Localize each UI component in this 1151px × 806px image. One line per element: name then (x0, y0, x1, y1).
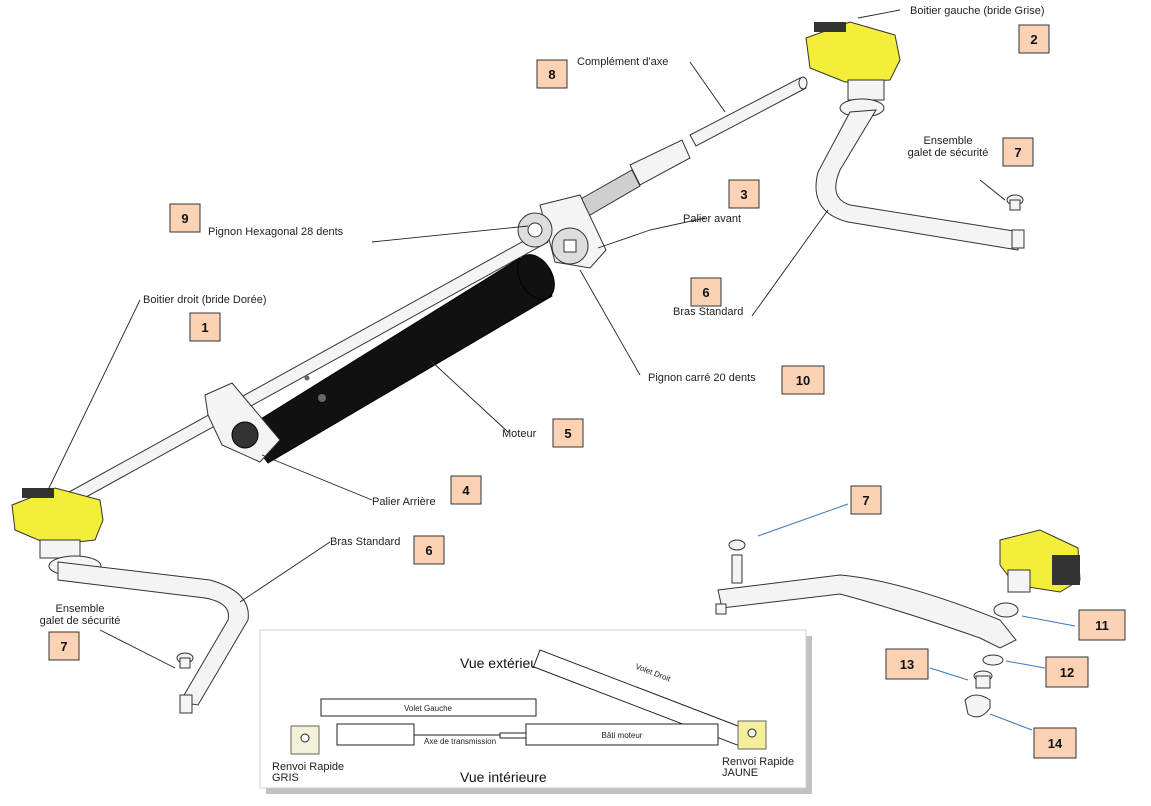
detail-washer-12 (982, 654, 1004, 666)
safety-roller-right (1006, 194, 1024, 211)
callout-14: 14 (1033, 727, 1077, 759)
inset-axe-transmission: Axe de transmission (336, 723, 527, 746)
label-ensemble-galet-bottom-2: galet de sécurité (40, 615, 121, 627)
callout-13: 13 (885, 648, 929, 680)
svg-text:Volet Gauche: Volet Gauche (404, 704, 453, 713)
svg-text:13: 13 (900, 657, 914, 672)
inset-vue-exterieure: Vue extérieure (460, 655, 551, 671)
leader-lines-blue (757, 503, 1076, 731)
inset-renvoi-jaune: Renvoi Rapide JAUNE (722, 720, 794, 779)
detail-washer-11 (993, 602, 1019, 618)
label-pignon-carre: Pignon carré 20 dents (648, 372, 756, 384)
safety-roller-left (176, 652, 194, 669)
svg-text:7: 7 (60, 639, 67, 654)
svg-text:7: 7 (1014, 145, 1021, 160)
svg-text:7: 7 (862, 493, 869, 508)
callout-9: 9 (169, 203, 201, 233)
leader-lines (47, 9, 1006, 669)
svg-text:1: 1 (201, 320, 208, 335)
inset-volet-gauche: Volet Gauche (320, 698, 537, 717)
svg-text:10: 10 (796, 373, 810, 388)
inset-diagram: Vue extérieure Vue intérieure Volet Droi… (259, 629, 812, 794)
label-palier-avant: Palier avant (683, 213, 741, 225)
svg-text:9: 9 (181, 211, 188, 226)
svg-text:2: 2 (1030, 32, 1037, 47)
arm-standard-bottom (48, 555, 249, 714)
housing-left (805, 21, 901, 101)
callout-12: 12 (1045, 656, 1089, 688)
callout-8: 8 (536, 59, 568, 89)
svg-text:5: 5 (564, 426, 571, 441)
housing-right (11, 487, 104, 559)
svg-text:3: 3 (740, 187, 747, 202)
detail-housing (999, 529, 1081, 593)
callout-6-bottom: 6 (413, 535, 445, 565)
label-ensemble-galet-top-1: Ensemble (924, 135, 973, 147)
inset-bati-moteur: Bâti moteur (525, 723, 719, 746)
front-bearing-gears (517, 194, 607, 269)
callout-11: 11 (1078, 609, 1126, 641)
svg-text:Renvoi Rapide: Renvoi Rapide (722, 756, 794, 768)
label-boitier-gauche: Boitier gauche (bride Grise) (910, 5, 1045, 17)
callout-7-bottom: 7 (48, 631, 80, 661)
label-complement-axe: Complément d'axe (577, 56, 668, 68)
callout-3: 3 (728, 179, 760, 209)
svg-text:6: 6 (425, 543, 432, 558)
svg-text:6: 6 (702, 285, 709, 300)
detail-arm (715, 539, 1017, 649)
svg-text:JAUNE: JAUNE (722, 767, 758, 779)
detail-cap-14 (964, 694, 991, 718)
inset-renvoi-gris: Renvoi Rapide GRIS (272, 725, 344, 784)
label-moteur: Moteur (502, 428, 537, 440)
label-ensemble-galet-top-2: galet de sécurité (908, 147, 989, 159)
svg-text:Bâti moteur: Bâti moteur (602, 731, 643, 740)
inset-vue-interieure: Vue intérieure (460, 769, 547, 785)
svg-text:14: 14 (1048, 736, 1063, 751)
threaded-coupling (569, 139, 691, 223)
label-palier-arriere: Palier Arrière (372, 496, 436, 508)
callout-6-top: 6 (690, 277, 722, 307)
callout-2: 2 (1018, 24, 1050, 54)
callout-7-top: 7 (1002, 137, 1034, 167)
callout-1: 1 (189, 312, 221, 342)
rear-bearing (204, 382, 281, 463)
svg-text:GRIS: GRIS (272, 772, 299, 784)
detail-screw-13 (973, 670, 993, 689)
label-ensemble-galet-bottom-1: Ensemble (56, 603, 105, 615)
svg-text:Renvoi Rapide: Renvoi Rapide (272, 761, 344, 773)
svg-text:Axe de transmission: Axe de transmission (424, 737, 496, 746)
shaft-extension (689, 76, 808, 147)
main-shaft (59, 231, 549, 508)
callout-7-detail: 7 (850, 485, 882, 515)
callout-5: 5 (552, 418, 584, 448)
svg-text:4: 4 (462, 483, 470, 498)
label-bras-standard-top: Bras Standard (673, 306, 743, 318)
callout-10: 10 (781, 365, 825, 395)
label-pignon-hexagonal: Pignon Hexagonal 28 dents (208, 226, 344, 238)
svg-text:8: 8 (548, 67, 555, 82)
svg-text:12: 12 (1060, 665, 1074, 680)
arm-standard-top (815, 98, 1025, 251)
label-bras-standard-bottom: Bras Standard (330, 536, 400, 548)
label-boitier-droit: Boitier droit (bride Dorée) (143, 294, 267, 306)
callout-4: 4 (450, 475, 482, 505)
svg-text:11: 11 (1095, 618, 1109, 633)
